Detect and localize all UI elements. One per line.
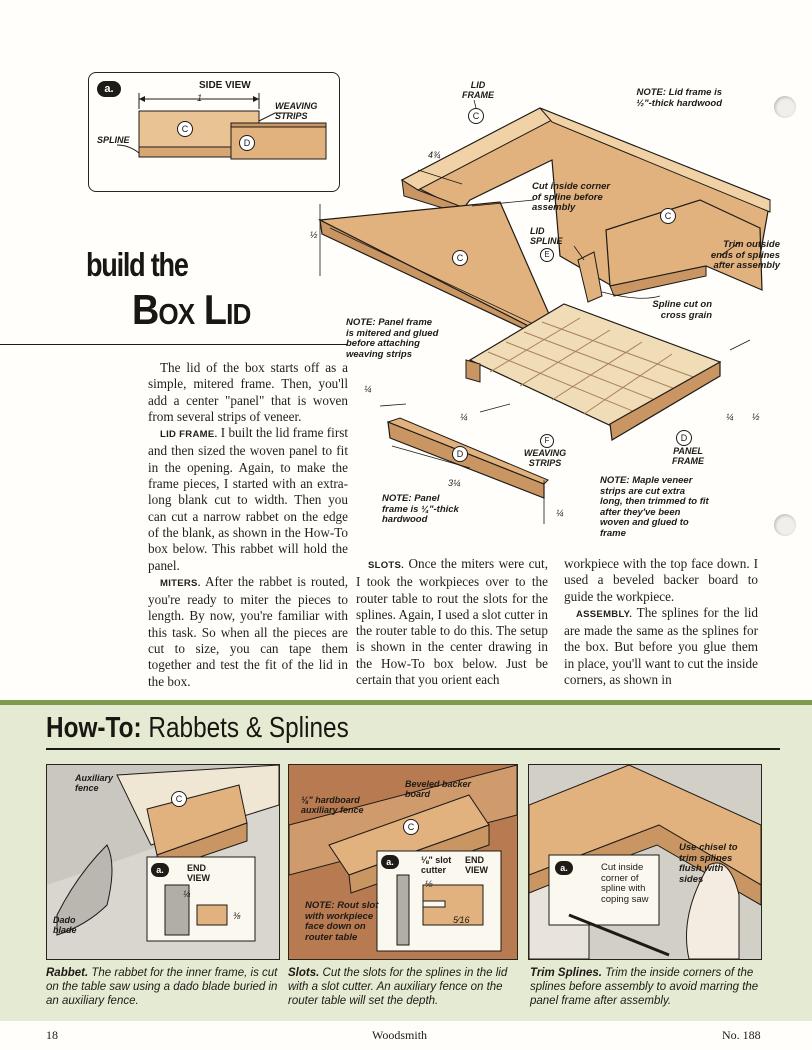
- dim-quarter-b: ¼: [460, 412, 468, 422]
- howto-panel-rabbet: Auxiliary fence Dado blade C a. END VIEW…: [46, 764, 280, 960]
- marker-f: F: [540, 434, 554, 448]
- howto-heading: How-To: Rabbets & Splines: [46, 712, 349, 745]
- col1-para3-text: After the rabbet is routed, you're ready…: [148, 573, 348, 689]
- col1-para2-text: I built the lid frame first and then siz…: [148, 425, 349, 573]
- note-cut-inside: Cut inside corner of spline before assem…: [532, 181, 611, 213]
- miters-head: MITERS.: [160, 577, 201, 589]
- rabbet-dado-blade: Dado blade: [53, 915, 77, 935]
- note-panel-thick: NOTE: Panel frame is ¼"-thick hardwood: [382, 493, 459, 525]
- rabbet-badge: a.: [151, 863, 169, 877]
- detail-a-weaving-label: WEAVING STRIPS: [275, 101, 318, 121]
- rabbet-illustration: [47, 765, 279, 959]
- rabbet-caption: Rabbet. The rabbet for the inner frame, …: [46, 966, 282, 1008]
- marker-d-panel: D: [676, 430, 692, 446]
- dim-quarter-a: ¼: [364, 384, 372, 394]
- howto-panel-slots: Beveled backer board ⅛" hardboard auxili…: [288, 764, 518, 960]
- trim-use-chisel: Use chisel to trim splines flush with si…: [679, 842, 738, 885]
- label-weaving-strips: WEAVING STRIPS: [523, 448, 567, 468]
- col1-para1: The lid of the box starts off as a simpl…: [148, 360, 348, 424]
- howto-panel-trim: a. Cut inside corner of spline with copi…: [528, 764, 762, 960]
- trim-caption: Trim Splines. Trim the inside corners of…: [530, 966, 760, 1008]
- article-column-1: The lid of the box starts off as a simpl…: [148, 360, 348, 690]
- col1-para2: LID FRAME. I built the lid frame first a…: [148, 425, 348, 574]
- detail-a-side-view: a. SIDE VIEW 1 WEAVING STRIPS SPLINE C D: [88, 72, 340, 192]
- rabbet-dim-three-eighths: ⅜: [233, 911, 241, 921]
- dim-quarter-c: ¼: [726, 412, 734, 422]
- dim-4-34: 4¾: [428, 150, 441, 160]
- label-panel-frame: PANEL FRAME: [672, 446, 704, 466]
- slots-dim-eighth: ⅛: [425, 879, 433, 889]
- note-trim-outside: Trim outside ends of splines after assem…: [710, 239, 780, 271]
- rabbet-marker-c: C: [171, 791, 187, 807]
- trim-caption-title: Trim Splines.: [530, 967, 603, 979]
- headline-rule: [0, 344, 348, 345]
- dim-quarter-d: ¼: [556, 508, 564, 518]
- detail-a-title: SIDE VIEW: [199, 80, 251, 91]
- rabbet-caption-title: Rabbet.: [46, 967, 89, 979]
- slots-slot-cutter: ⅛" slot cutter: [421, 855, 452, 875]
- howto-label-rest: Rabbets & Splines: [148, 712, 349, 744]
- slots-caption-text: Cut the slots for the splines in the lid…: [288, 967, 508, 1007]
- rabbet-dim-quarter: ¼: [183, 889, 191, 899]
- col3-para2-text: The splines for the lid are made the sam…: [564, 604, 758, 688]
- marker-c-frame: C: [660, 208, 676, 224]
- slots-caption-title: Slots.: [288, 967, 320, 979]
- assembly-head: ASSEMBLY.: [576, 608, 633, 620]
- detail-a-dim-width: 1: [197, 93, 203, 103]
- slots-end-view: END VIEW: [465, 855, 489, 875]
- slots-illustration: [289, 765, 517, 959]
- headline-line1: build the: [86, 246, 189, 283]
- trim-cut-inside: Cut inside corner of spline with coping …: [601, 862, 649, 905]
- detail-a-marker-d: D: [239, 135, 255, 151]
- slots-head: SLOTS.: [368, 560, 405, 571]
- slots-badge: a.: [381, 855, 399, 869]
- slots-marker-c: C: [403, 819, 419, 835]
- footer-issue: No. 188: [722, 1028, 761, 1042]
- label-lid-frame: LID FRAME: [462, 80, 494, 100]
- detail-a-badge: a.: [97, 81, 121, 97]
- detail-a-drawing: [116, 93, 327, 160]
- slots-caption: Slots. Cut the slots for the splines in …: [288, 966, 520, 1008]
- marker-c-long: C: [452, 250, 468, 266]
- rabbet-aux-fence: Auxiliary fence: [75, 773, 114, 793]
- marker-c-lid: C: [468, 108, 484, 124]
- detail-a-marker-c: C: [177, 121, 193, 137]
- article-column-2: SLOTS. Once the miters were cut, I took …: [356, 556, 548, 688]
- col2-para1: SLOTS. Once the miters were cut, I took …: [356, 556, 548, 688]
- col3-para2: ASSEMBLY. The splines for the lid are ma…: [564, 605, 758, 688]
- headline-line2: Box Lid: [132, 286, 251, 333]
- rabbet-end-view: END VIEW: [187, 863, 211, 883]
- note-maple: NOTE: Maple veneer strips are cut extra …: [600, 475, 709, 539]
- dim-3-14: 3¼: [448, 478, 461, 488]
- main-exploded-drawing: [317, 99, 771, 524]
- howto-label-bold: How-To:: [46, 712, 142, 744]
- col3-para1: workpiece with the top face down. I used…: [564, 556, 758, 604]
- slots-beveled: Beveled backer board: [405, 779, 472, 799]
- article-column-3: workpiece with the top face down. I used…: [564, 556, 758, 688]
- label-lid-spline: LID SPLINE: [530, 226, 563, 246]
- marker-d-strip: D: [452, 446, 468, 462]
- slots-dim-5-16: 5⁄16: [453, 915, 470, 925]
- note-panel-mitered: NOTE: Panel frame is mitered and glued b…: [346, 317, 439, 360]
- detail-a-spline-label: SPLINE: [97, 135, 130, 145]
- dim-half: ½: [310, 230, 318, 240]
- trim-caption-text: Trim the inside corners of the splines b…: [530, 967, 759, 1007]
- slots-hardboard: ⅛" hardboard auxiliary fence: [301, 795, 364, 815]
- howto-top-rule: [0, 700, 812, 705]
- col2-para1-text: Once the miters were cut, I took the wor…: [356, 556, 548, 688]
- trim-badge: a.: [555, 861, 573, 875]
- dim-half-b: ½: [752, 412, 760, 422]
- binder-hole-top: [774, 96, 796, 118]
- footer-page-number: 18: [46, 1028, 58, 1042]
- col1-para3: MITERS. After the rabbet is routed, you'…: [148, 574, 348, 690]
- slots-note-rout: NOTE: Rout slot with workpiece face down…: [305, 900, 379, 943]
- note-spline-cut: Spline cut on cross grain: [652, 299, 712, 321]
- binder-hole-middle: [774, 514, 796, 536]
- howto-heading-rule: [46, 748, 780, 750]
- rabbet-caption-text: The rabbet for the inner frame, is cut o…: [46, 967, 278, 1007]
- footer-magazine: Woodsmith: [372, 1028, 428, 1042]
- note-lid-frame: NOTE: Lid frame is ½"-thick hardwood: [636, 87, 722, 109]
- marker-e: E: [540, 248, 554, 262]
- lid-frame-head: LID FRAME.: [160, 429, 218, 441]
